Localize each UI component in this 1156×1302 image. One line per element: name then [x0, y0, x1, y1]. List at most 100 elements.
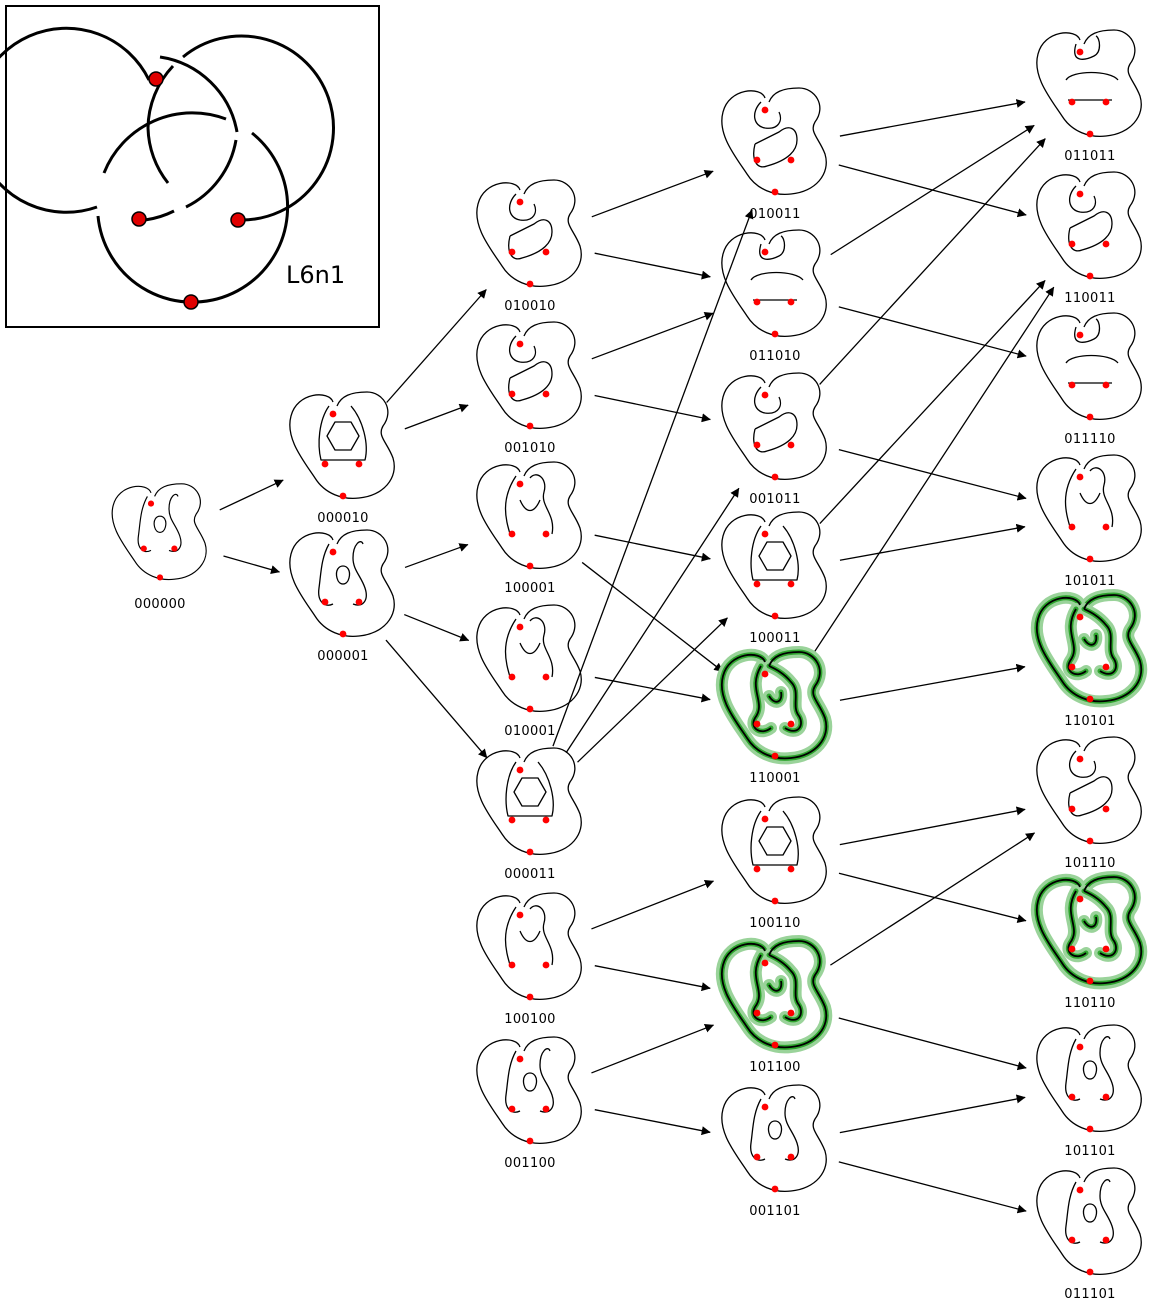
resolution-inner-curve — [504, 617, 554, 678]
state-node — [721, 1084, 827, 1193]
transition-arrow — [385, 639, 488, 759]
crossing-dot — [516, 1055, 524, 1063]
crossing-dot — [1102, 1236, 1110, 1244]
resolution-inner-curve — [1067, 608, 1117, 676]
crossing-dot — [355, 460, 363, 468]
crossing-dot — [516, 623, 524, 631]
crossing-dot — [526, 422, 534, 430]
crossing-dot — [516, 480, 524, 488]
resolution-outer-circle — [721, 87, 827, 196]
resolution-outer-circle — [476, 461, 582, 570]
state-node — [476, 747, 582, 856]
crossing-dot — [140, 545, 147, 552]
crossing-dot — [753, 441, 761, 449]
resolution-outer-circle — [721, 511, 827, 620]
transition-arrow — [819, 138, 1046, 385]
transition-arrow — [839, 806, 1026, 846]
transition-arrow — [386, 289, 487, 403]
state-node — [476, 461, 582, 570]
resolution-outer-circle — [1036, 736, 1142, 845]
resolution-inner-curve — [750, 525, 799, 581]
crossing-dot — [1068, 381, 1076, 389]
resolution-inner-curve — [505, 1048, 554, 1113]
transition-arrow — [591, 169, 714, 218]
resolution-outer-circle — [1036, 454, 1142, 563]
state-label: 101101 — [1064, 1144, 1115, 1159]
crossing-dot — [339, 492, 347, 500]
transition-arrow — [223, 555, 280, 574]
transition-arrow — [594, 676, 711, 703]
crossing-dot — [753, 1009, 761, 1017]
resolution-outer-circle — [1036, 1167, 1142, 1276]
state-node — [715, 646, 833, 765]
resolution-inner-curve — [750, 1096, 799, 1161]
state-node — [721, 87, 827, 196]
transition-arrow — [594, 965, 711, 992]
state-label: 100011 — [749, 631, 800, 646]
transition-arrow — [591, 311, 714, 360]
crossing-dot — [542, 961, 550, 969]
resolution-outer-circle — [111, 483, 207, 581]
state-label: 010010 — [504, 299, 555, 314]
state-node — [1036, 454, 1142, 563]
state-node — [1030, 871, 1148, 990]
crossing-dot — [753, 580, 761, 588]
crossing-dot — [1102, 1093, 1110, 1101]
resolution-inner-curve — [1067, 890, 1117, 958]
transition-arrow — [819, 279, 1046, 525]
state-node — [289, 391, 395, 500]
link-component-b-arc — [146, 127, 170, 184]
state-label: 000010 — [317, 511, 368, 526]
crossing-dot — [1086, 695, 1094, 703]
state-node — [715, 935, 833, 1054]
transition-arrow — [810, 286, 1055, 658]
crossing-dot — [787, 298, 795, 306]
crossing-dot — [508, 248, 516, 256]
crossing-dot — [1068, 1236, 1076, 1244]
resolution-outer-circle — [721, 372, 827, 481]
crossing-dot — [761, 530, 769, 538]
crossing-dot — [1102, 945, 1110, 953]
nodes-layer: 0000000000100000010100100010101000010100… — [111, 29, 1148, 1302]
state-label: 010011 — [749, 207, 800, 222]
state-node — [476, 179, 582, 288]
crossing-dot — [771, 897, 779, 905]
crossing-dot — [761, 1103, 769, 1111]
crossing-dot — [753, 1153, 761, 1161]
state-node — [1036, 312, 1142, 421]
link-component-b-arc — [146, 64, 175, 129]
crossing-dot — [508, 673, 516, 681]
crossing-dot — [1102, 381, 1110, 389]
state-node — [476, 604, 582, 713]
link-component-c-arc — [102, 111, 227, 174]
state-label: 011010 — [749, 349, 800, 364]
state-label: 110011 — [1064, 291, 1115, 306]
crossing-dot — [761, 248, 769, 256]
crossing-dot — [516, 766, 524, 774]
crossing-dot — [508, 1105, 516, 1113]
crossing-dot — [1068, 240, 1076, 248]
crossing-dot — [171, 545, 178, 552]
crossing-dot — [761, 106, 769, 114]
inset-frame — [5, 5, 380, 328]
crossing-dot — [771, 1185, 779, 1193]
transition-arrow — [839, 523, 1026, 561]
crossing-dot — [542, 390, 550, 398]
state-label: 011101 — [1064, 1287, 1115, 1302]
transition-arrow — [591, 880, 714, 930]
resolution-outer-circle — [720, 651, 828, 760]
crossing-dot — [787, 1009, 795, 1017]
resolution-outer-circle — [721, 796, 827, 905]
crossing-dot — [1076, 331, 1084, 339]
resolution-outer-circle — [720, 940, 828, 1049]
resolution-inner-curve — [318, 405, 367, 461]
transition-arrow — [838, 1017, 1027, 1071]
state-label: 000001 — [317, 649, 368, 664]
link-component-a-arc — [0, 26, 151, 214]
transition-arrow — [839, 1094, 1026, 1134]
crossing-dot — [1102, 240, 1110, 248]
crossing-dot — [508, 961, 516, 969]
transition-arrow — [591, 1024, 714, 1074]
transition-arrow — [839, 663, 1026, 701]
